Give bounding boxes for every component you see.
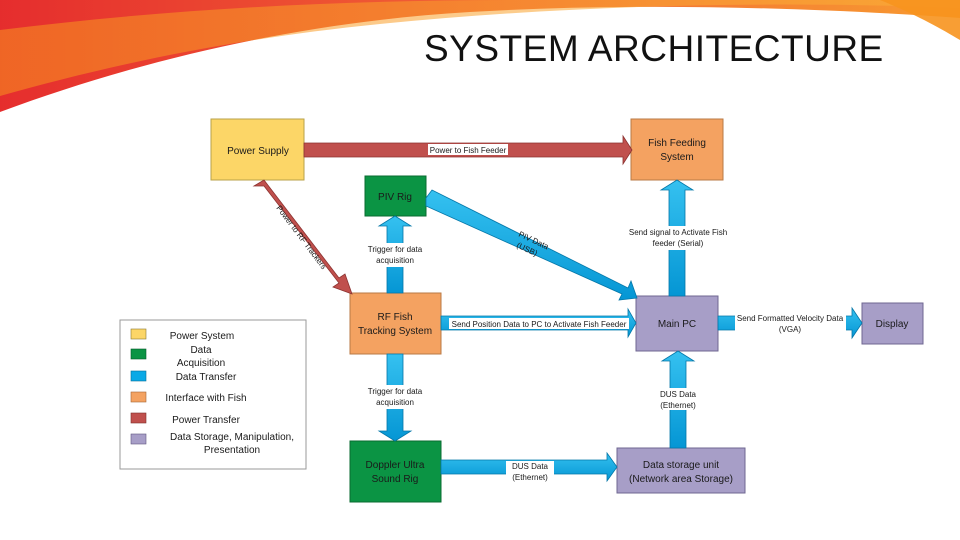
arrow-label-position: Send Position Data to PC to Activate Fis… bbox=[452, 320, 627, 329]
arrow-piv-data: PIV Data (USB) bbox=[425, 189, 638, 301]
display-box: Display bbox=[861, 302, 924, 345]
banner-swoosh-corner bbox=[880, 0, 960, 40]
arrow-label-signal-2: feeder (Serial) bbox=[653, 239, 704, 248]
arrow-label-dus-up-1: DUS Data bbox=[660, 390, 697, 399]
storage-label-1: Data storage unit bbox=[643, 460, 719, 471]
display-label: Display bbox=[876, 319, 909, 330]
legend-label-line-1: Data Storage, Manipulation, bbox=[170, 432, 294, 443]
rf-fish-label-1: RF Fish bbox=[378, 312, 413, 323]
arrow-trigger-doppler: Trigger for data acquisition bbox=[363, 353, 427, 442]
legend-label: Power Transfer bbox=[172, 415, 240, 426]
storage-box: Data storage unit (Network area Storage) bbox=[616, 447, 746, 494]
legend: Power System Data Acquisition Data Trans… bbox=[119, 319, 307, 470]
arrow-label-velocity-2: (VGA) bbox=[779, 325, 802, 334]
main-pc-label: Main PC bbox=[658, 319, 696, 330]
arrow-send-velocity: Send Formatted Velocity Data (VGA) bbox=[717, 306, 863, 340]
arrow-trigger-piv: Trigger for data acquisition bbox=[363, 215, 427, 294]
arrow-dus-up: DUS Data (Ethernet) bbox=[652, 350, 704, 449]
arrow-label-power-feeder: Power to Fish Feeder bbox=[430, 146, 507, 155]
arrow-label-signal-1: Send signal to Activate Fish bbox=[629, 228, 727, 237]
arrow-label-velocity-1: Send Formatted Velocity Data bbox=[737, 314, 844, 323]
legend-item-data-storage: Data Storage, Manipulation, Presentation bbox=[130, 432, 294, 456]
rf-fish-label-2: Tracking System bbox=[358, 326, 432, 337]
legend-item-power-transfer: Power Transfer bbox=[130, 412, 241, 426]
arrow-send-position: Send Position Data to PC to Activate Fis… bbox=[440, 307, 637, 339]
piv-rig-box: PIV Rig bbox=[364, 175, 427, 217]
arrow-power-to-rf: Power to RF Trackers bbox=[252, 179, 353, 295]
main-pc-box: Main PC bbox=[635, 295, 719, 352]
storage-label-2: (Network area Storage) bbox=[629, 474, 733, 485]
power-supply-label: Power Supply bbox=[227, 146, 289, 157]
doppler-box: Doppler Ultra Sound Rig bbox=[349, 440, 442, 503]
arrow-power-to-feeder: Power to Fish Feeder bbox=[303, 134, 633, 166]
arrow-label-power-rf: Power to RF Trackers bbox=[274, 204, 328, 271]
arrow-label-trigger-top-2: acquisition bbox=[376, 256, 414, 265]
banner-swoosh-light bbox=[0, 0, 960, 96]
fish-feeding-label-1: Fish Feeding bbox=[648, 138, 706, 149]
legend-label-line-2: Presentation bbox=[204, 445, 260, 456]
arrow-label-dus-right-1: DUS Data bbox=[512, 462, 549, 471]
rf-fish-box: RF Fish Tracking System bbox=[349, 292, 442, 355]
arrow-label-dus-right-2: (Ethernet) bbox=[512, 473, 548, 482]
arrow-label-dus-up-2: (Ethernet) bbox=[660, 401, 696, 410]
legend-label: Data Transfer bbox=[176, 372, 237, 383]
arrow-dus-right: DUS Data (Ethernet) bbox=[440, 451, 618, 483]
power-supply-box: Power Supply bbox=[210, 118, 305, 181]
legend-item-data-transfer: Data Transfer bbox=[130, 370, 237, 383]
legend-label: Power System bbox=[170, 331, 234, 342]
arrow-label-trigger-top-1: Trigger for data bbox=[368, 245, 423, 254]
legend-label-line-2: Acquisition bbox=[177, 358, 225, 369]
legend-label: Interface with Fish bbox=[165, 393, 246, 404]
fish-feeding-label-2: System bbox=[660, 152, 693, 163]
fish-feeding-box: Fish Feeding System bbox=[630, 118, 724, 181]
arrow-label-trigger-bottom-1: Trigger for data bbox=[368, 387, 423, 396]
legend-item-interface-fish: Interface with Fish bbox=[130, 391, 247, 404]
arrow-send-signal: Send signal to Activate Fish feeder (Ser… bbox=[626, 179, 730, 297]
decorative-banner bbox=[0, 0, 960, 112]
legend-item-data-acquisition: Data Acquisition bbox=[130, 345, 225, 369]
legend-item-power-system: Power System bbox=[130, 328, 234, 342]
legend-label-line-1: Data bbox=[190, 345, 212, 356]
piv-rig-label: PIV Rig bbox=[378, 192, 412, 203]
page-title: SYSTEM ARCHITECTURE bbox=[424, 28, 884, 69]
arrow-label-trigger-bottom-2: acquisition bbox=[376, 398, 414, 407]
doppler-label-2: Sound Rig bbox=[372, 474, 419, 485]
doppler-label-1: Doppler Ultra bbox=[366, 460, 425, 471]
